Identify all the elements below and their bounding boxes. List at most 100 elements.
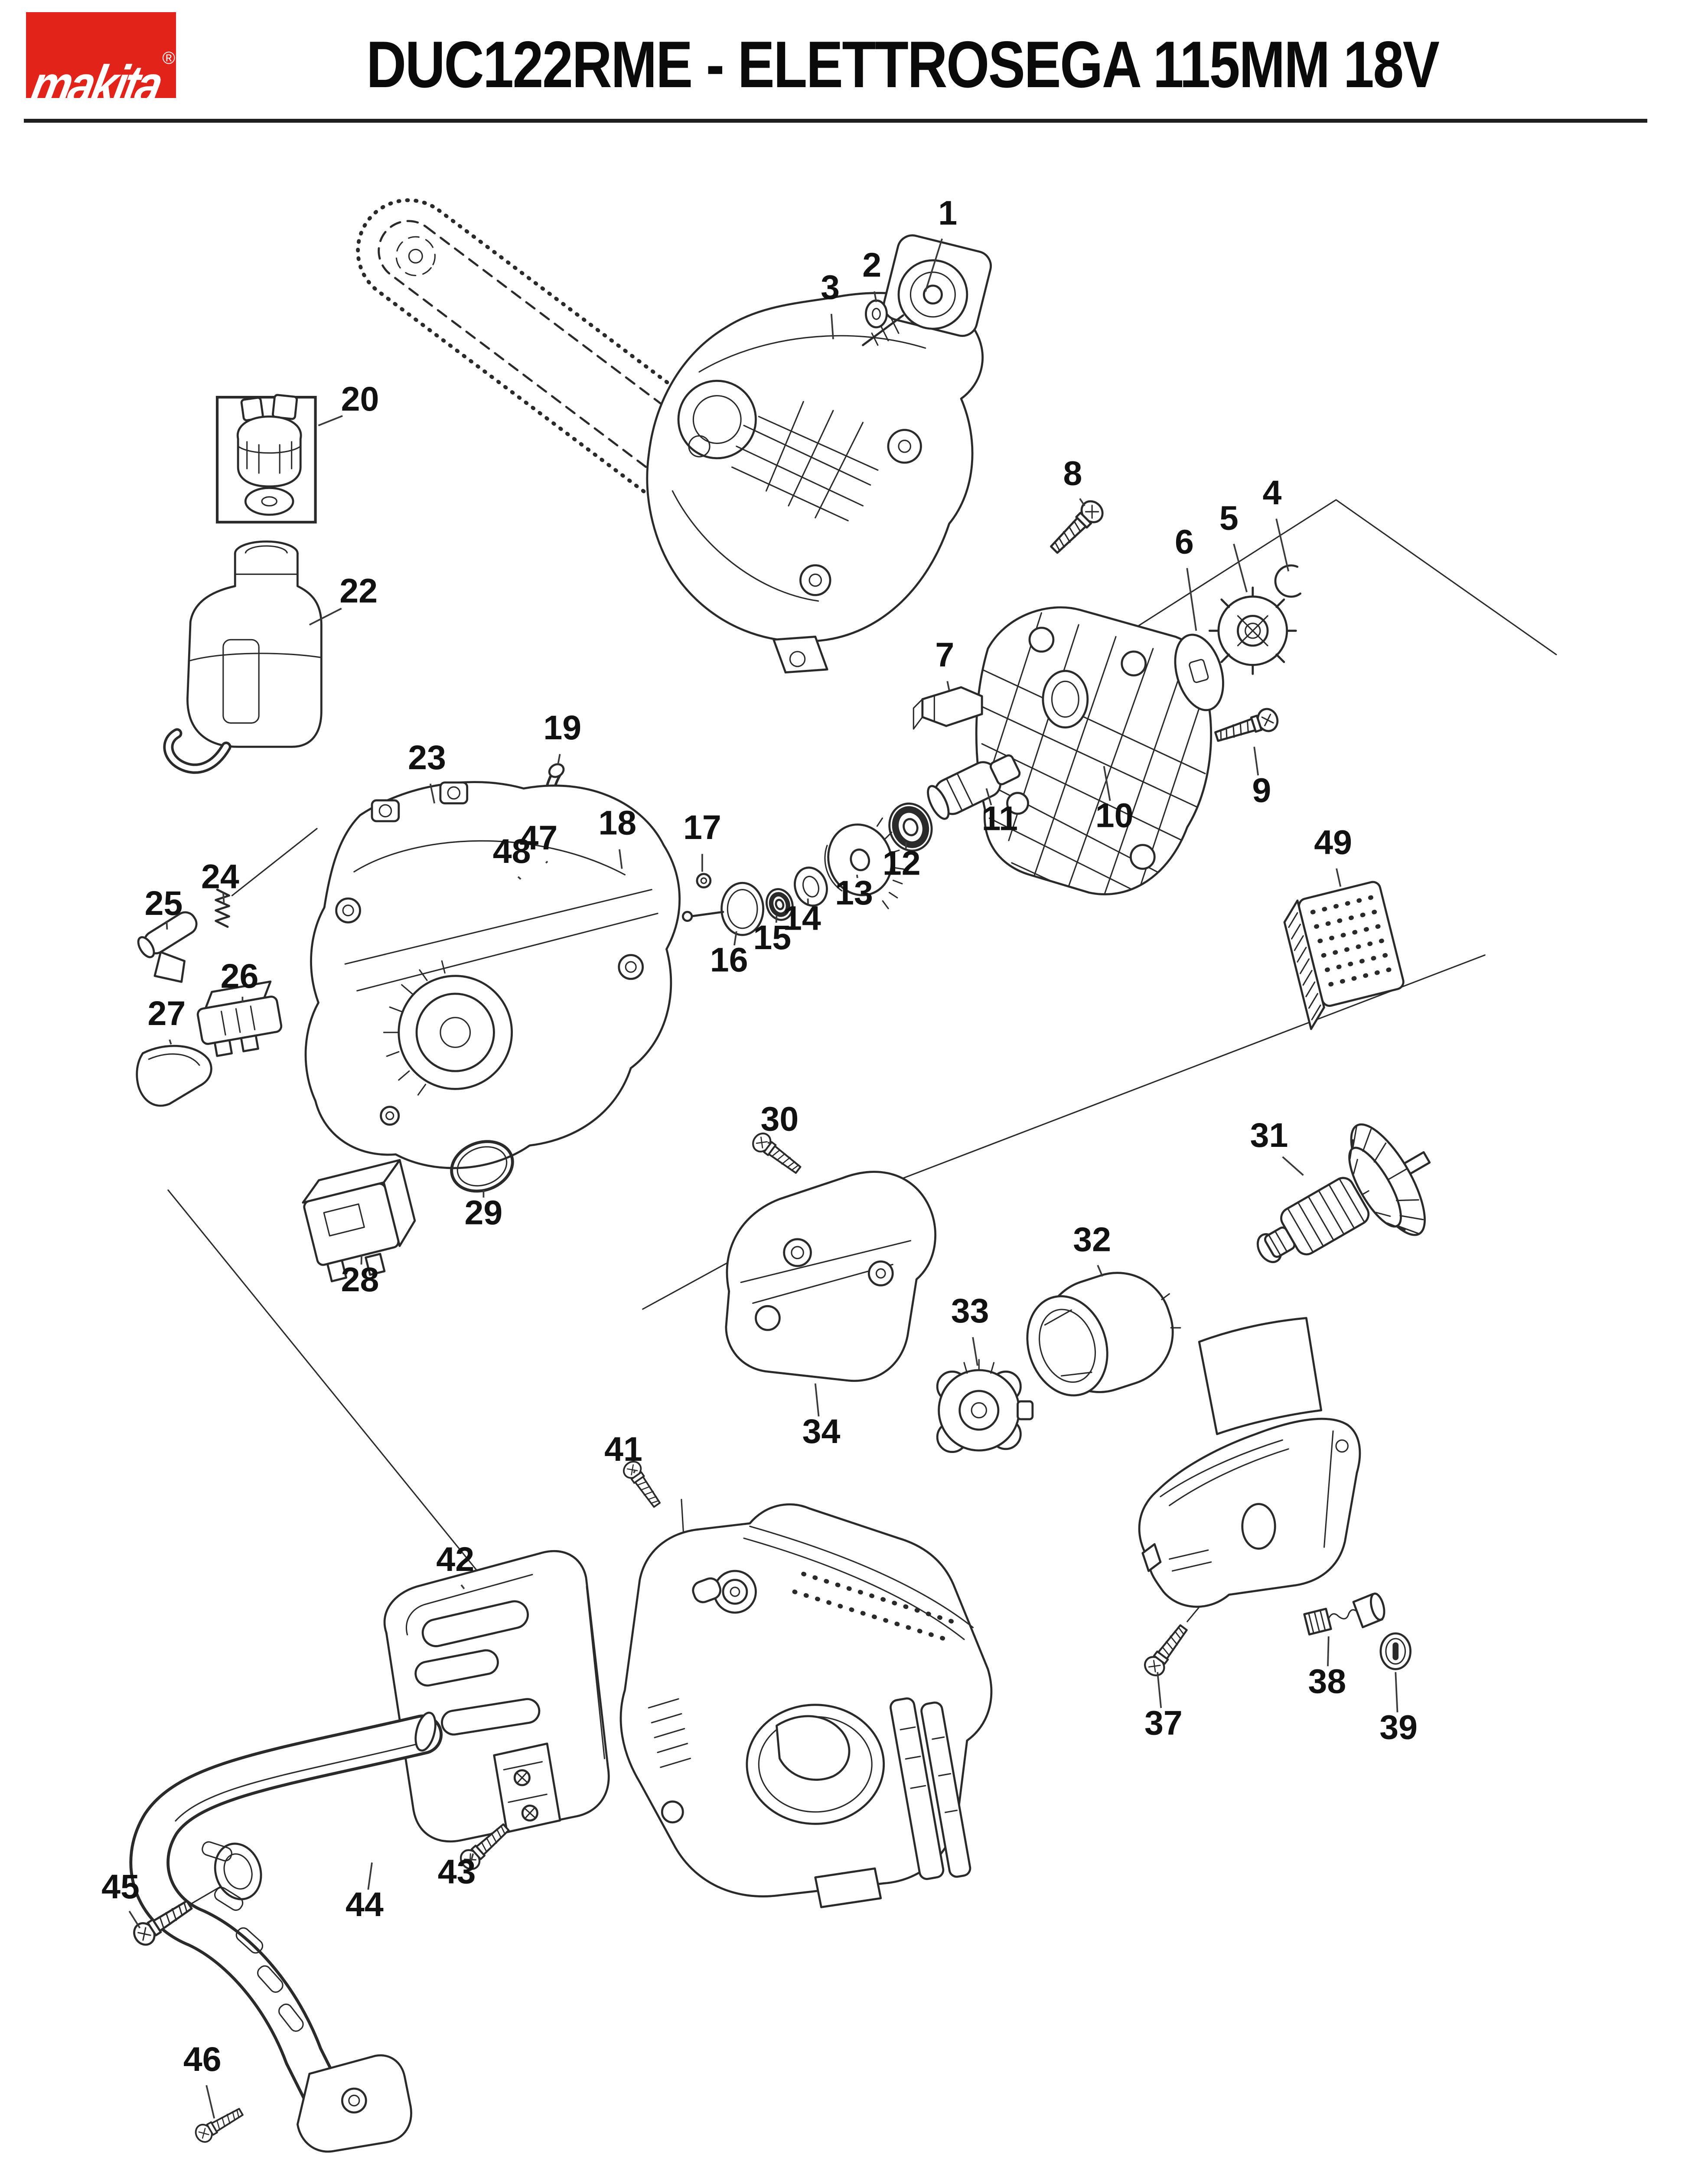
- leader-line-43: [470, 1853, 474, 1862]
- callout-39: 39: [1379, 1708, 1418, 1747]
- leader-line-16: [733, 931, 737, 946]
- header-rule: [24, 119, 1647, 123]
- callout-1: 1: [938, 194, 957, 232]
- leader-line-38: [1327, 1636, 1330, 1666]
- motor-end-bell: [936, 1359, 1034, 1453]
- callout-34: 34: [802, 1412, 841, 1450]
- leader-line-31: [1282, 1156, 1304, 1176]
- makita-logo: makita ®: [25, 12, 176, 116]
- callout-25: 25: [145, 884, 183, 922]
- leader-line-45: [128, 1910, 141, 1929]
- callout-37: 37: [1144, 1704, 1183, 1742]
- sprocket-cover: [646, 292, 984, 674]
- leader-line-4: [1275, 518, 1289, 571]
- steel-ball: [696, 873, 712, 888]
- screw-46: [192, 2103, 247, 2146]
- callout-22: 22: [339, 572, 378, 610]
- leader-line-27: [169, 1039, 172, 1045]
- switch: [196, 980, 283, 1057]
- leader-line-49: [1336, 868, 1342, 887]
- callout-33: 33: [951, 1292, 989, 1330]
- leader-line-2: [874, 291, 877, 302]
- washer-2: [865, 299, 888, 329]
- callout-41: 41: [604, 1430, 642, 1468]
- leader-line-20: [318, 415, 343, 426]
- bearing-12: [888, 802, 933, 852]
- leader-line-19: [557, 754, 561, 765]
- sprocket: [1208, 586, 1297, 675]
- oil-pump-spindle: [927, 754, 1021, 820]
- callout-26: 26: [221, 957, 259, 995]
- leader-line-39: [1395, 1672, 1398, 1713]
- callout-29: 29: [465, 1194, 503, 1232]
- screw-9: [1213, 706, 1281, 747]
- hand-guard: [383, 1550, 610, 1843]
- callout-12: 12: [883, 844, 921, 882]
- callout-31: 31: [1250, 1116, 1288, 1154]
- terminal-block: [302, 1159, 416, 1283]
- leader-line-9: [1253, 747, 1259, 776]
- callout-30: 30: [760, 1100, 799, 1138]
- callout-6: 6: [1175, 522, 1194, 561]
- pin-25: [137, 911, 198, 983]
- leader-line-42: [460, 1584, 465, 1590]
- logo-red-box: [26, 12, 176, 98]
- callout-4: 4: [1262, 473, 1281, 512]
- leader-line-11: [985, 788, 992, 806]
- e-clip: [1274, 564, 1302, 598]
- callout-9: 9: [1252, 771, 1271, 809]
- callout-2: 2: [862, 246, 881, 284]
- callout-27: 27: [147, 994, 186, 1032]
- page-title: DUC122RME - ELETTROSEGA 115MM 18V: [366, 28, 1440, 101]
- callout-44: 44: [346, 1885, 384, 1923]
- callout-5: 5: [1219, 499, 1239, 537]
- leader-line-22: [309, 607, 342, 626]
- leader-line-34: [814, 1383, 820, 1417]
- callout-labels: 1234567891011121314151617181920222324252…: [101, 194, 1418, 2119]
- callout-13: 13: [835, 874, 873, 912]
- flat-clip: [913, 686, 983, 730]
- carbon-brush: [1303, 1592, 1385, 1636]
- callout-17: 17: [683, 808, 721, 846]
- brush-cap: [1379, 1632, 1411, 1670]
- callout-48: 48: [493, 832, 531, 870]
- callout-23: 23: [408, 738, 446, 777]
- callout-24: 24: [201, 857, 239, 895]
- ring-14: [794, 866, 828, 907]
- callout-47: 47: [520, 819, 558, 857]
- helical-gear: [824, 817, 905, 909]
- leader-line-41: [633, 1469, 636, 1473]
- callout-16: 16: [710, 940, 748, 979]
- screw-37: [1141, 1622, 1192, 1679]
- leader-line-8: [1079, 498, 1085, 506]
- lock-off-lever: [136, 1045, 212, 1107]
- callout-49: 49: [1314, 823, 1352, 861]
- callout-38: 38: [1308, 1662, 1346, 1700]
- leader-line-37: [1157, 1672, 1162, 1708]
- front-handle: [129, 1711, 443, 2153]
- callout-15: 15: [753, 918, 791, 957]
- leader-line-15: [775, 914, 778, 923]
- leader-line-10: [1103, 766, 1111, 801]
- callout-3: 3: [821, 268, 840, 307]
- leader-line-6: [1186, 568, 1197, 631]
- callout-8: 8: [1063, 454, 1082, 492]
- o-ring-29: [450, 1140, 514, 1193]
- screw-8: [1046, 497, 1107, 557]
- callout-10: 10: [1095, 797, 1134, 835]
- leader-line-44: [367, 1862, 373, 1890]
- leader-line-1: [924, 238, 943, 292]
- leader-line-5: [1233, 543, 1248, 592]
- leader-line-18: [619, 849, 623, 869]
- stator: [1026, 1272, 1181, 1397]
- leader-line-25: [166, 921, 168, 930]
- callout-14: 14: [783, 899, 821, 937]
- leader-line-3: [830, 313, 834, 340]
- leader-line-46: [205, 2085, 215, 2119]
- oil-tank: [163, 540, 323, 774]
- callout-18: 18: [598, 804, 636, 842]
- callout-19: 19: [543, 709, 581, 747]
- callout-45: 45: [101, 1868, 140, 1906]
